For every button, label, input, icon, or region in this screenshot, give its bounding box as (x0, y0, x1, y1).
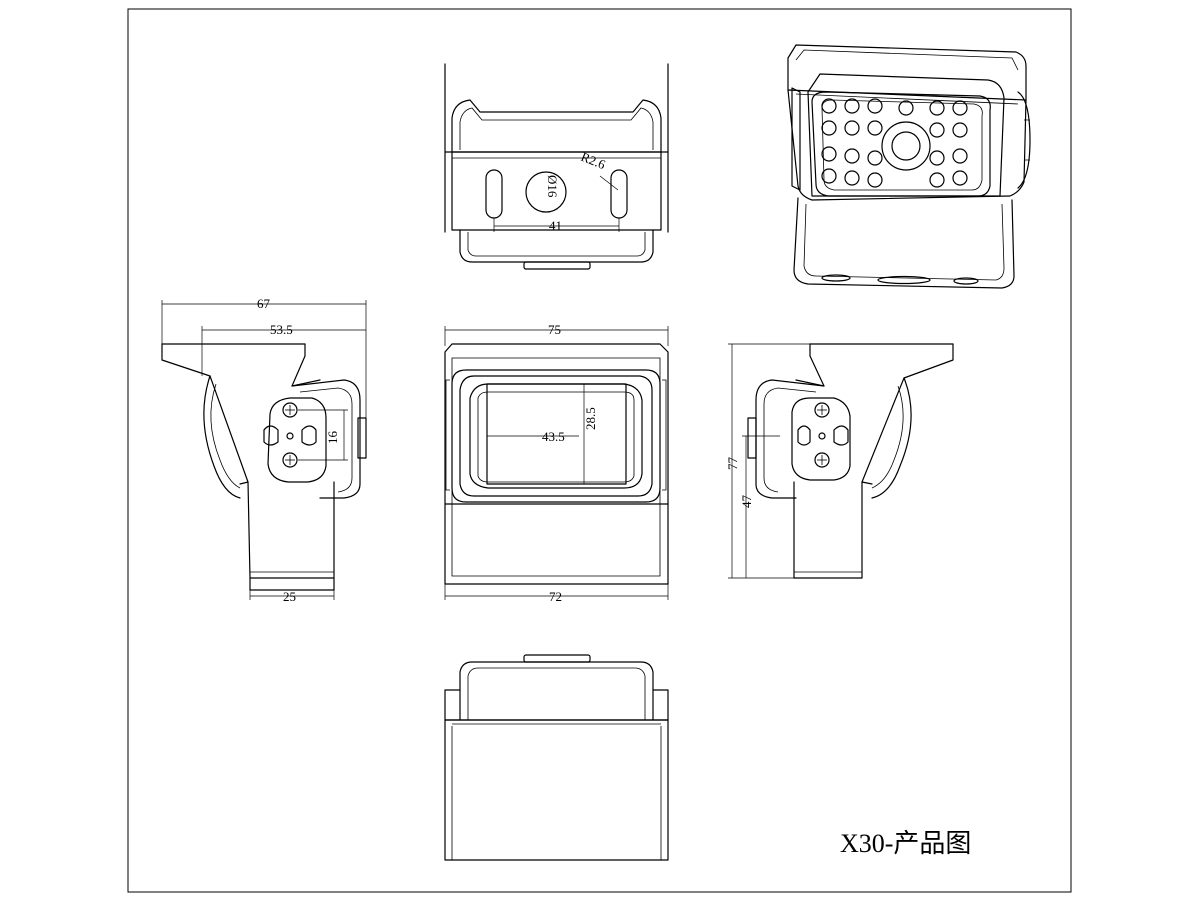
dim-hole-span: 16 (325, 431, 340, 445)
dim-overall-width-top: 75 (548, 322, 561, 337)
dim-hole-diameter: Ø16 (545, 175, 560, 198)
front-view: 75 43.5 28.5 72 (444, 322, 669, 604)
isometric-view (787, 44, 1031, 289)
top-view: 41 Ø16 R2.6 (444, 63, 669, 270)
bottom-view (444, 654, 669, 861)
dim-mount-depth: 53.5 (270, 322, 293, 337)
dim-overall-depth: 67 (257, 296, 271, 311)
dim-stem-height: 47 (739, 495, 754, 509)
dim-window-height: 28.5 (583, 407, 598, 430)
drawing-title: X30-产品图 (840, 829, 971, 858)
right-side-view: 77 47 (725, 343, 954, 579)
dim-window-width: 43.5 (542, 429, 565, 444)
dim-overall-height: 77 (725, 457, 740, 471)
dim-hole-spacing: 41 (549, 218, 562, 233)
dim-overall-width-bottom: 72 (549, 589, 562, 604)
sheet-border (127, 8, 1072, 893)
dim-stem-width: 25 (283, 589, 296, 604)
left-side-view: 67 53.5 16 25 (161, 296, 367, 604)
